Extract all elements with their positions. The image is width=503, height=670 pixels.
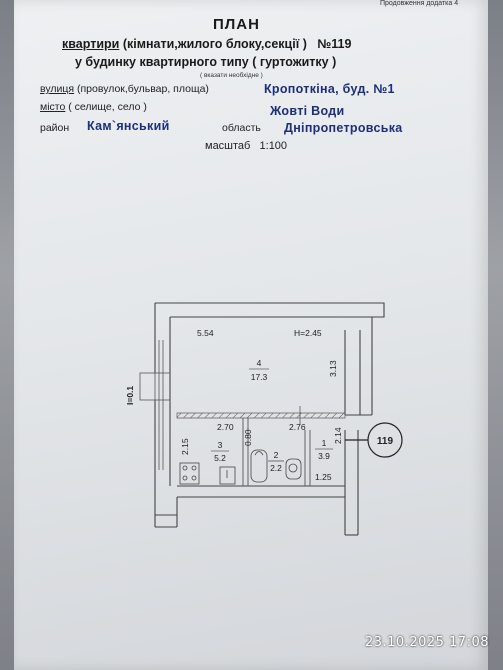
dim-room1-depth: 2.14	[333, 427, 343, 444]
document-sheet	[14, 0, 488, 670]
room3-number: 3	[218, 440, 223, 450]
street-hint: (провулок,бульвар, площа)	[76, 83, 209, 95]
apartment-tag: 119	[377, 436, 394, 447]
dim-room3-depth: 2.15	[180, 438, 190, 455]
scale-value: 1:100	[259, 140, 288, 152]
unit-type-options: (кімнати,жилого блоку,секції )	[122, 37, 307, 51]
photo-timestamp: 23.10.2025 17:08	[364, 635, 489, 650]
interior-partitions	[242, 418, 311, 486]
title-line-1: квартири (кімнати,жилого блоку,секції ) …	[62, 37, 351, 51]
city-label: місто	[40, 101, 66, 113]
city-hint: ( селище, село )	[68, 101, 147, 113]
toilet-icon	[285, 458, 302, 480]
dim-room2-width: 0.80	[243, 429, 253, 446]
street-value: Кропоткіна, буд. №1	[264, 82, 395, 96]
title-note: ( вказати необхідне )	[200, 72, 263, 79]
apartment-number: №119	[317, 37, 352, 51]
document-title: ПЛАН	[213, 16, 260, 33]
dim-corridor: 1.25	[315, 472, 332, 482]
room1-area: 3.9	[318, 451, 330, 461]
district-value: Кам`янський	[87, 119, 170, 133]
apartment-word: квартири	[62, 37, 120, 51]
left-window	[139, 340, 170, 470]
region-label: область	[222, 122, 261, 134]
dim-height: H=2.45	[294, 328, 322, 338]
district-label: район	[40, 122, 70, 134]
scale-label: масштаб	[205, 140, 251, 152]
dim-room4-depth: 3.13	[328, 360, 338, 377]
scale-row: масштаб 1:100	[205, 140, 287, 152]
bathtub-icon	[250, 449, 268, 483]
outer-walls	[154, 302, 385, 536]
partition-wall	[176, 406, 346, 425]
dim-room1-width: 2.76	[289, 422, 306, 432]
street-label: вулиця	[40, 83, 75, 95]
room1-number: 1	[322, 438, 327, 448]
stove-icon	[179, 462, 200, 485]
room4-number: 4	[257, 358, 262, 368]
dim-top-width: 5.54	[197, 328, 214, 338]
apartment-tag-marker	[345, 422, 403, 458]
title-line-2: у будинку квартирного типу ( гуртожитку …	[75, 55, 337, 69]
city-row: місто ( селище, село )	[40, 101, 147, 113]
room2-area: 2.2	[270, 463, 282, 473]
dim-room3-width: 2.70	[217, 422, 234, 432]
region-value: Дніпропетровська	[284, 121, 403, 135]
room4-area: 17.3	[251, 372, 268, 382]
street-row: вулиця (провулок,бульвар, площа)	[40, 83, 209, 95]
sink-icon	[219, 466, 236, 485]
header-note: Продовження додатка 4	[380, 0, 459, 7]
dim-window: I=0.1	[125, 386, 135, 405]
room3-area: 5.2	[214, 453, 226, 463]
city-value: Жовті Води	[270, 104, 345, 118]
room2-number: 2	[274, 450, 279, 460]
